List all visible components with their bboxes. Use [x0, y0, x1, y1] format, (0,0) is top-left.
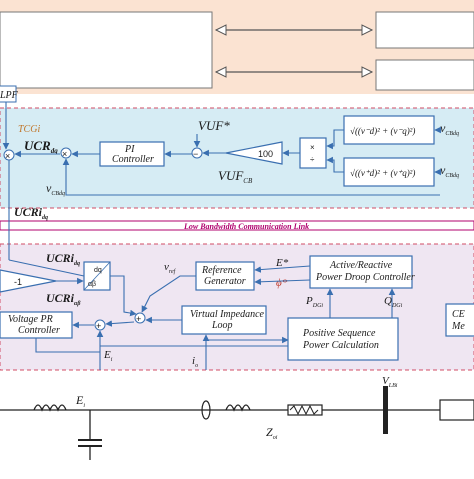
- p-dg-label: PDGi: [305, 295, 323, 309]
- ucr-ab-local-label: UCRiαβ: [46, 291, 81, 307]
- lpf-label: LPF: [0, 90, 19, 101]
- sum-node-pr: [94, 319, 106, 331]
- divider-sign-div: ÷: [310, 155, 315, 164]
- v-ref-label: vref: [164, 261, 177, 275]
- vuf-cb-label: VUFCB: [218, 168, 253, 185]
- phi-star-label: ϕ*: [276, 277, 288, 289]
- load-right-icon: [439, 399, 474, 421]
- current-sensor-icon: [201, 400, 211, 420]
- power-line: [0, 386, 474, 460]
- e-i-local-label: Ei: [103, 349, 113, 363]
- local-wires: [8, 214, 396, 370]
- cb-label-2: Me: [451, 321, 465, 332]
- gain-100-block: [225, 141, 283, 165]
- vil-label-1: Virtual Impedance: [190, 309, 265, 320]
- sqrt-formula-pos: √((v⁺d)² + (v⁺q)²): [350, 168, 415, 178]
- neg-gain-block: [0, 269, 57, 293]
- v-cbdq-neg-label: vCBdq: [440, 121, 459, 137]
- sum-node-left: [60, 147, 72, 159]
- v-cbdq-feedback-label: vCBdq: [46, 181, 65, 197]
- sqrt-block-pos: [343, 157, 435, 187]
- sum-node-left-sign: ×: [62, 149, 67, 159]
- double-arrow-upper: [214, 24, 374, 36]
- lpf-box: [0, 85, 17, 103]
- seq-label-1: Positive Sequence: [302, 328, 376, 339]
- droop-controller-block: [309, 255, 413, 289]
- inductor-icon: [33, 404, 67, 412]
- q-dg-label: QDGi: [384, 295, 403, 309]
- dq-transform-top: dq: [94, 267, 102, 274]
- multiplier-sign: ×: [5, 151, 10, 161]
- sum-node-ref-sign: +: [136, 314, 141, 324]
- resistor-icon: [287, 404, 323, 416]
- vil-label-2: Loop: [211, 320, 233, 331]
- ref-gen-label-1: Reference: [201, 265, 242, 276]
- e-star-label: E*: [275, 257, 289, 269]
- v-lbi-label: VLBi: [382, 375, 398, 389]
- pi-label-2: Controller: [112, 154, 154, 165]
- sqrt-formula-neg: √((v⁻d)² + (v⁻q)²): [350, 126, 415, 136]
- line-inductor-icon: [225, 404, 251, 412]
- sum-node-ref: [134, 312, 146, 324]
- pr-label-2: Controller: [18, 325, 60, 336]
- neg-gain-label: -1: [14, 277, 22, 287]
- divider-sign-times: ×: [310, 143, 315, 152]
- z-oi-label: Zoi: [266, 425, 278, 441]
- top-right-block-1: [375, 11, 474, 49]
- sqrt-block-neg: [343, 115, 435, 145]
- seq-label-2: Power Calculation: [302, 340, 379, 351]
- sum-node-pr-sign: +: [96, 321, 101, 331]
- v-cbdq-pos-label: vCBdq: [440, 163, 459, 179]
- secondary-wires: [2, 102, 441, 214]
- ucr-dq-local-label: UCRidq: [46, 251, 80, 267]
- droop-label-2: Power Droop Controller: [315, 272, 415, 283]
- sum-node-mid-sign: −: [193, 149, 198, 159]
- gain-100-label: 100: [258, 149, 273, 159]
- positive-sequence-block: [287, 317, 399, 361]
- comm-link-bar: [0, 220, 474, 231]
- ucr-dq-label: UCRdq: [24, 138, 58, 155]
- pr-label-1: Voltage PR: [8, 314, 53, 325]
- comm-link-label: Low Bandwidth Communication Link: [183, 222, 309, 231]
- top-right-block-2: [375, 59, 474, 91]
- divider-block: [299, 137, 327, 169]
- vuf-star-label: VUF*: [198, 118, 230, 133]
- bus-bar-icon: [383, 386, 388, 434]
- cb-label-1: CE: [452, 309, 465, 320]
- top-left-block: [0, 11, 213, 89]
- ucr-i-comm-label: UCRidq: [14, 205, 48, 221]
- power-band: [0, 374, 474, 474]
- i-o-local-label: io: [192, 355, 198, 369]
- ref-gen-label-2: Generator: [204, 276, 246, 287]
- virtual-impedance-block: [181, 305, 267, 335]
- pi-label-1: PI: [124, 144, 135, 155]
- droop-label-1: Active/Reactive: [329, 260, 393, 271]
- e-i-power-label: Ei: [75, 393, 85, 409]
- cb-measure-block: [445, 303, 474, 337]
- sum-node-mid: [191, 147, 203, 159]
- tcg-label: TCGi: [18, 124, 40, 135]
- dq-transform-bot: αβ: [88, 281, 96, 288]
- double-arrow-lower: [214, 66, 374, 78]
